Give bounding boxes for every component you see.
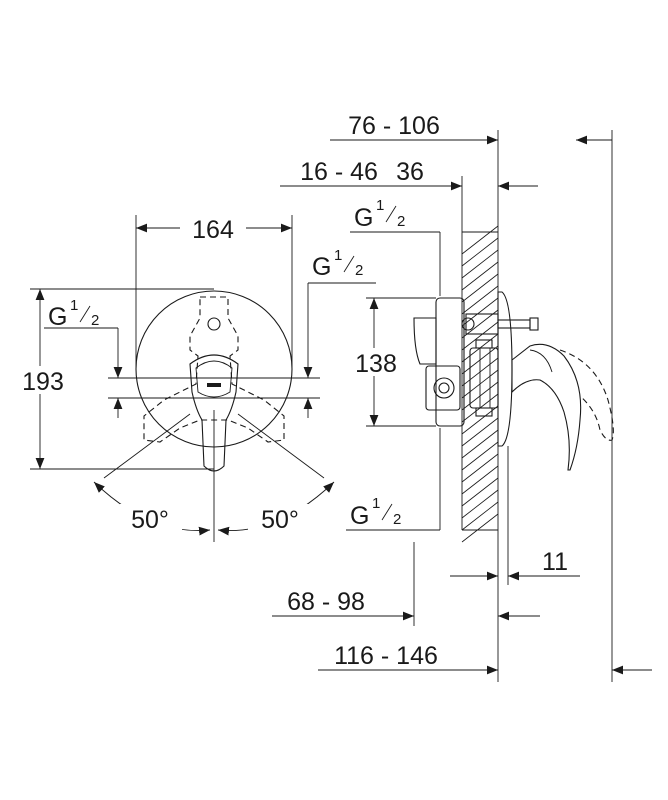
cover-plate-side (497, 291, 513, 447)
valve-body-side (413, 297, 539, 427)
lever-handle-inner (195, 360, 233, 398)
svg-text:1: 1 (372, 495, 380, 512)
svg-text:1: 1 (376, 197, 384, 214)
wall-hatch (461, 225, 499, 543)
hatch-line (461, 297, 499, 327)
thread-label-front-right: G 1 2 (312, 247, 363, 281)
front-view: 164 193 G 1 2 G 1 2 (14, 214, 376, 542)
svg-text:2: 2 (91, 312, 99, 329)
hatch-line (461, 273, 499, 303)
diverter-knob (207, 317, 221, 331)
hatch-line (461, 249, 499, 279)
hatch-line (461, 225, 499, 255)
svg-text:2: 2 (393, 511, 401, 528)
dim-76-106: 76 - 106 (348, 112, 440, 140)
hatch-line (461, 405, 499, 435)
dim-16-46: 16 - 46 (300, 158, 378, 186)
hatch-line (461, 237, 499, 267)
dim-height-193: 193 (22, 368, 64, 396)
dim-height-138: 138 (355, 350, 397, 378)
indicator-mark (207, 383, 221, 387)
svg-text:1: 1 (334, 247, 342, 264)
hatch-line (461, 261, 499, 291)
dim-116-146: 116 - 146 (334, 642, 438, 670)
hatch-line (461, 477, 499, 507)
dim-11: 11 (542, 548, 568, 576)
dim-68-98: 68 - 98 (287, 588, 365, 616)
thread-label-front-left: G 1 2 (48, 297, 99, 331)
hatch-line (461, 501, 499, 531)
svg-text:1: 1 (70, 297, 78, 314)
lever-handle-side (511, 343, 582, 471)
lever-swing-path (559, 349, 614, 441)
lever-handle (189, 354, 239, 472)
svg-text:G: G (312, 253, 331, 281)
svg-text:G: G (354, 204, 373, 232)
thread-label-side-top: G 1 2 (354, 197, 405, 232)
side-view: 76 - 106 16 - 46 36 G 1 2 138 G 1 (272, 112, 652, 682)
hatch-line (461, 309, 499, 339)
angle-right: 50° (261, 506, 299, 534)
svg-text:2: 2 (397, 213, 405, 230)
hatch-line (461, 441, 499, 471)
hatch-line (461, 285, 499, 315)
hatch-line (461, 453, 499, 483)
dim-width-164: 164 (192, 216, 234, 244)
svg-text:G: G (48, 303, 67, 331)
hatch-line (461, 489, 499, 519)
hidden-valve-body (143, 296, 285, 443)
hatch-line (461, 465, 499, 495)
hatch-line (461, 513, 499, 543)
angle-left: 50° (131, 506, 169, 534)
thread-label-side-bottom: G 1 2 (350, 495, 401, 530)
dim-36: 36 (396, 158, 424, 186)
svg-text:2: 2 (355, 262, 363, 279)
hatch-line (461, 417, 499, 447)
svg-text:G: G (350, 502, 369, 530)
hatch-line (461, 429, 499, 459)
hatch-line (461, 321, 499, 351)
